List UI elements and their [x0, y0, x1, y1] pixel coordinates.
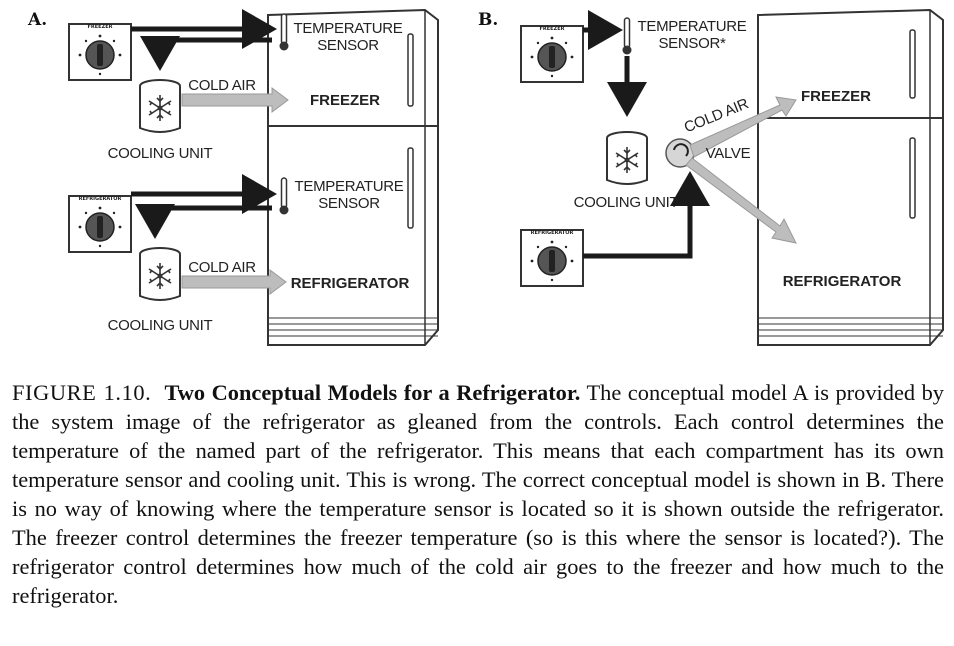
panel-a-refrigerator-label: REFRIGERATOR	[291, 275, 410, 292]
panel-a-top-cold-air-arrow	[181, 87, 289, 113]
panel-b-refrigerator-label: REFRIGERATOR	[783, 273, 902, 290]
panel-a-top-sensor-arrow	[140, 36, 272, 71]
panel-b-valve-label: VALVE	[706, 145, 751, 162]
panel-b-refrigerator-dial-icon	[520, 229, 584, 287]
panel-b-refrigerator-control-arrow	[583, 171, 710, 259]
panel-a-top-cooling-unit-label: COOLING UNIT	[108, 145, 213, 162]
panel-b-freezer-dial-icon	[520, 25, 584, 83]
panel-b-fridge-body	[757, 8, 944, 346]
figure-title: Two Conceptual Models for a Refrigerator…	[164, 380, 581, 405]
panel-a-top-sensor-line2: SENSOR	[317, 37, 379, 54]
refrigerator-conceptual-models-diagram: A. FREEZER TEMPERATURE SENSOR COOLING UN…	[27, 8, 944, 346]
panel-b-letter: B.	[478, 10, 498, 30]
figure-caption: FIGURE 1.10. Two Conceptual Models for a…	[12, 378, 944, 610]
panel-b-sensor-line1: TEMPERATURE	[638, 18, 747, 35]
panel-a-letter: A.	[27, 10, 47, 30]
panel-a-fridge-body	[267, 8, 439, 346]
panel-a-freezer-control-label: FREEZER	[88, 24, 113, 30]
panel-a-freezer-label: FREEZER	[310, 92, 380, 109]
panel-a-freezer-dial-icon	[68, 23, 132, 81]
panel-a-top-cooling-unit-icon	[140, 80, 180, 132]
figure-caption-body: The conceptual model A is provided by th…	[12, 380, 944, 608]
figure-id: FIGURE 1.10.	[12, 380, 152, 405]
panel-a-bottom-sensor-arrow	[135, 204, 272, 239]
panel-a-freezer-handle	[407, 33, 414, 107]
panel-b-freezer-label: FREEZER	[801, 88, 871, 105]
panel-b-freezer-handle	[909, 29, 916, 99]
panel-a-bottom-cold-air-label: COLD AIR	[188, 259, 256, 276]
panel-a-bottom-cooling-unit-icon	[140, 248, 180, 300]
panel-a-refrigerator-control-label: REFRIGERATOR	[79, 196, 122, 202]
panel-a-top-thermometer-icon	[278, 13, 290, 52]
panel-b-freezer-control-label: FREEZER	[540, 26, 565, 32]
panel-a-refrigerator-handle	[407, 147, 414, 229]
panel-a-bottom-thermometer-icon	[278, 177, 290, 216]
panel-a-bottom-cold-air-arrow	[181, 269, 287, 295]
panel-a-top-cold-air-label: COLD AIR	[188, 77, 256, 94]
panel-b-refrigerator-control-label: REFRIGERATOR	[531, 230, 574, 236]
panel-a-bottom-sensor-line2: SENSOR	[318, 195, 380, 212]
panel-a-bottom-cooling-unit-label: COOLING UNIT	[108, 317, 213, 334]
panel-b-sensor-line2: SENSOR*	[658, 35, 726, 52]
panel-b-refrigerator-handle	[909, 137, 916, 219]
panel-a-refrigerator-dial-icon	[68, 195, 132, 253]
panel-b-thermometer-icon	[621, 17, 633, 56]
panel-a-top-sensor-line1: TEMPERATURE	[294, 20, 403, 37]
panel-b-cooling-unit-label: COOLING UNIT	[574, 194, 679, 211]
panel-b-valve-arrow-icon	[673, 143, 689, 157]
panel-a-bottom-sensor-line1: TEMPERATURE	[295, 178, 404, 195]
panel-b-cooling-unit-icon	[607, 132, 647, 184]
panel-b-cold-air-to-freezer-arrow	[689, 96, 797, 158]
